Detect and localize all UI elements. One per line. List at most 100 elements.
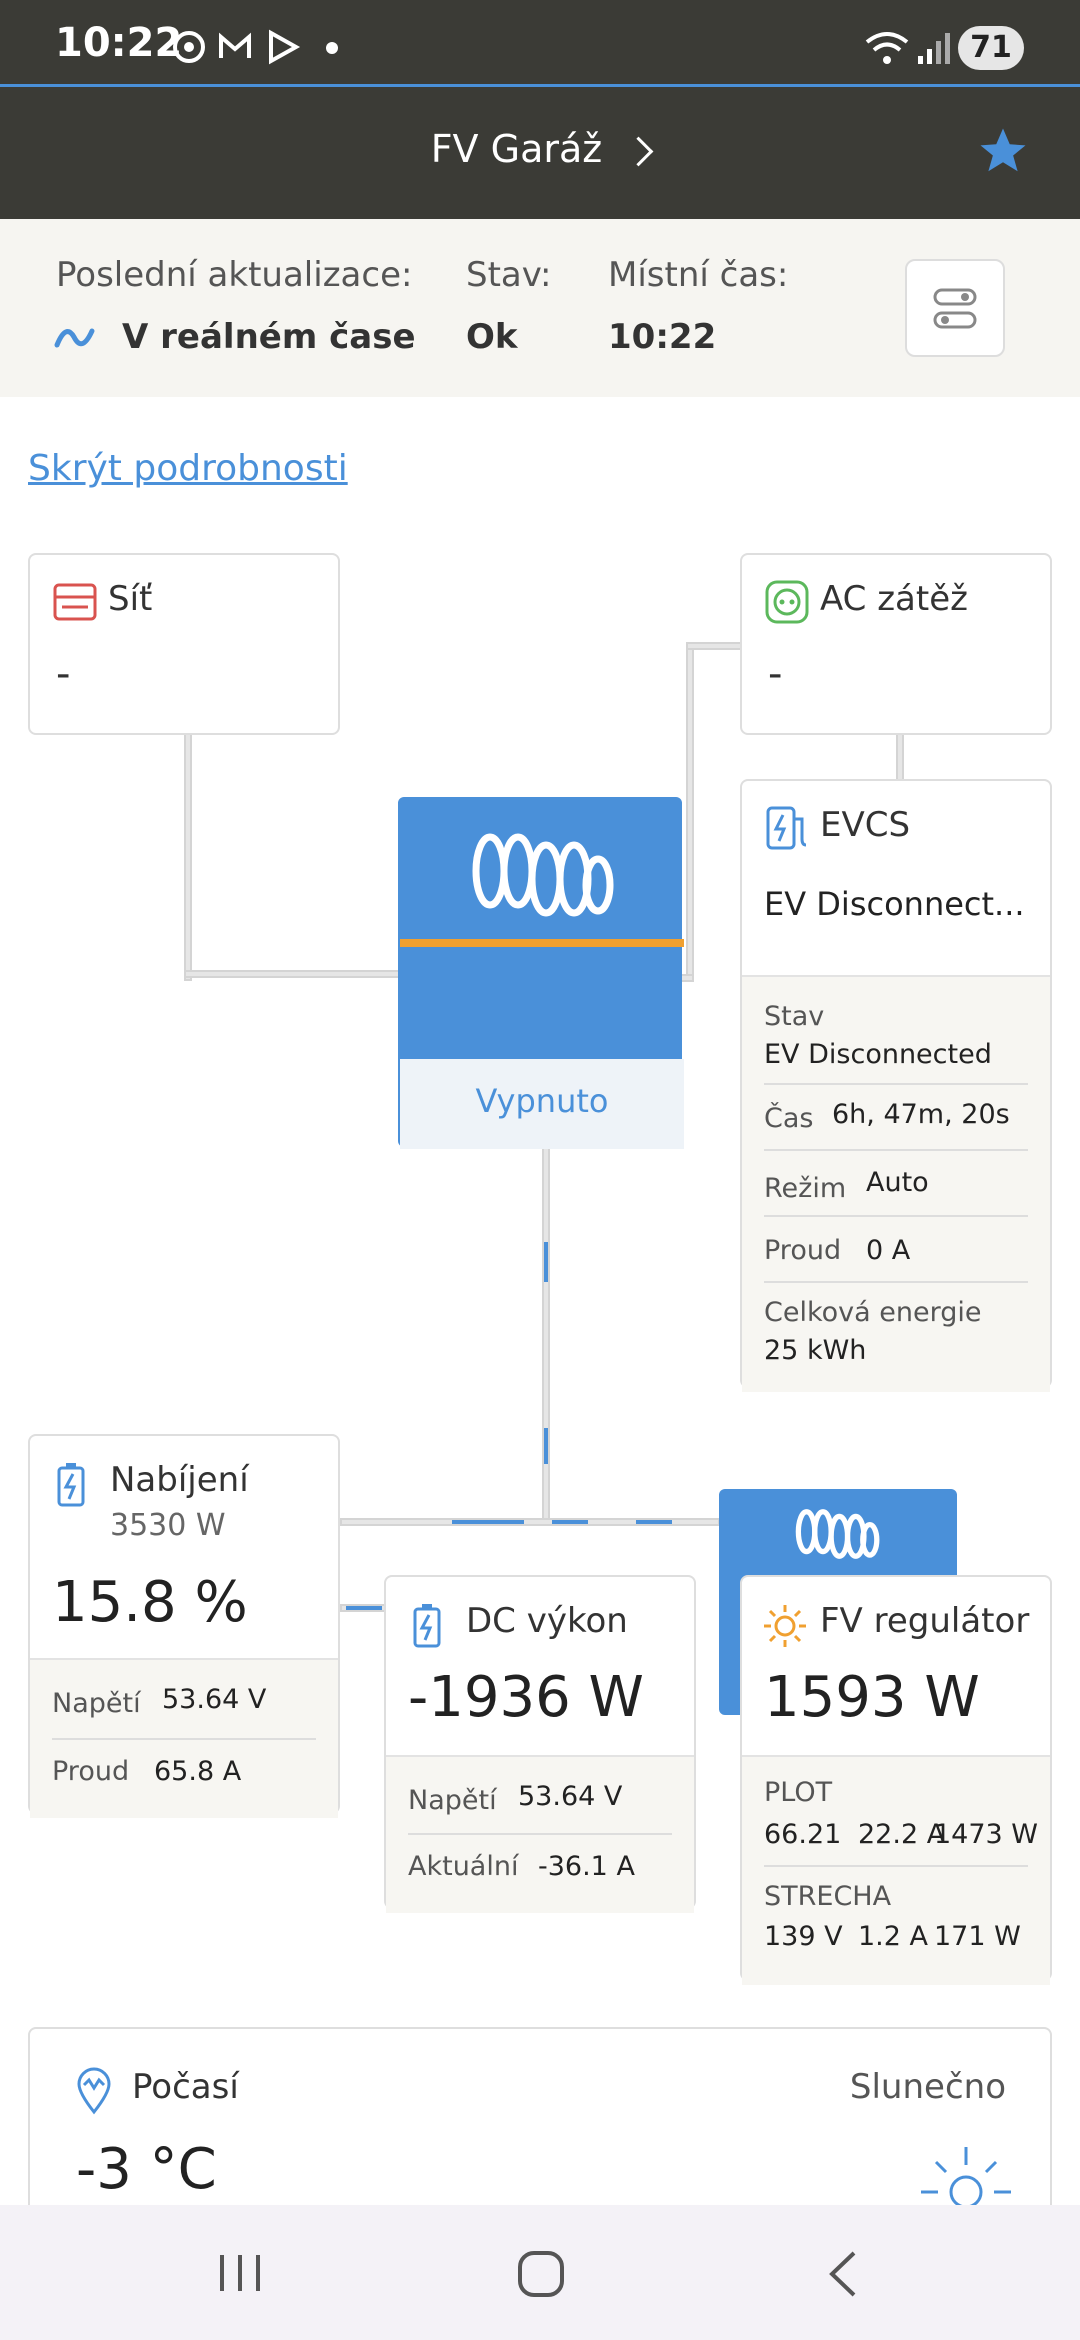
wire-grid: [184, 733, 192, 981]
victron-logo-icon: [795, 1509, 880, 1559]
battery-power: 3530 W: [110, 1508, 226, 1543]
dc-power-title: DC výkon: [466, 1601, 628, 1641]
dc-current: -36.1 A: [538, 1851, 635, 1882]
dc-battery-icon: [413, 1604, 441, 1648]
ac-load-card[interactable]: AC zátěž -: [740, 553, 1052, 735]
gmail-icon: [219, 32, 251, 58]
last-update-value: V reálném čase: [122, 317, 416, 357]
pv-string-current: 22.2 A: [858, 1819, 946, 1850]
pv-string-power: 171 W: [934, 1921, 1021, 1952]
realtime-wave-icon: [54, 328, 95, 348]
site-title-link[interactable]: FV Garáž: [0, 127, 1080, 171]
ac-load-title: AC zátěž: [820, 579, 968, 619]
evcs-row-value: 0 A: [866, 1235, 911, 1266]
weather-title: Počasí: [132, 2067, 239, 2107]
site-title: FV Garáž: [430, 127, 603, 171]
ac-load-value: -: [768, 651, 783, 697]
socket-icon: [765, 580, 809, 624]
evcs-card[interactable]: EVCS EV Disconnect... Stav EV Disconnect…: [740, 779, 1052, 1392]
flow-marker: [544, 1242, 548, 1282]
dc-voltage: 53.64 V: [518, 1781, 623, 1812]
ev-charger-icon: [766, 806, 807, 850]
evcs-row-label: Celková energie: [764, 1297, 982, 1328]
home-icon: [518, 2251, 564, 2297]
pv-string-current: 1.2 A: [858, 1921, 928, 1952]
back-icon: [829, 2251, 856, 2297]
battery-card[interactable]: Nabíjení 3530 W 15.8 % Napětí 53.64 V Pr…: [28, 1434, 340, 1818]
battery-soc: 15.8 %: [52, 1570, 248, 1635]
wire-ac-h: [686, 642, 742, 650]
divider: [764, 1083, 1028, 1085]
battery-title: Nabíjení: [110, 1460, 249, 1500]
evcs-status: EV Disconnect...: [764, 885, 1025, 923]
divider: [52, 1738, 316, 1740]
site-header: FV Garáž: [0, 87, 1080, 219]
info-bar: Poslední aktualizace: V reálném čase Sta…: [0, 219, 1080, 397]
flow-marker: [636, 1520, 672, 1524]
wire-dc-bus: [542, 1147, 550, 1525]
weather-temperature: -3 °C: [76, 2137, 217, 2202]
signal-icon: [918, 33, 950, 64]
divider: [408, 1833, 672, 1835]
local-time-value: 10:22: [608, 317, 717, 357]
recent-apps-button[interactable]: [210, 2249, 270, 2297]
hide-details-link[interactable]: Skrýt podrobnosti: [28, 448, 348, 489]
dc-voltage-label: Napětí: [408, 1785, 497, 1816]
play-store-icon: [269, 29, 301, 65]
view-toggle-button[interactable]: [905, 259, 1005, 357]
evcs-row-label: Čas: [764, 1103, 814, 1134]
sun-icon: [764, 1605, 806, 1647]
evcs-row-label: Proud: [764, 1235, 842, 1266]
dc-power-details: Napětí 53.64 V Aktuální -36.1 A: [386, 1755, 694, 1913]
evcs-row-label: Režim: [764, 1173, 847, 1204]
pv-charger-title: FV regulátor: [820, 1601, 1030, 1641]
grid-card[interactable]: Síť -: [28, 553, 340, 735]
weather-condition: Slunečno: [849, 2067, 1006, 2107]
home-button[interactable]: [516, 2249, 566, 2299]
favorite-star-icon[interactable]: [976, 124, 1030, 178]
status-stripe: [400, 939, 684, 947]
back-button[interactable]: [822, 2249, 866, 2299]
toggles-icon: [933, 288, 977, 329]
evcs-row-value: EV Disconnected: [764, 1039, 992, 1070]
evcs-details: Stav EV Disconnected Čas 6h, 47m, 20s Re…: [742, 975, 1050, 1392]
chrome-icon: [173, 31, 205, 63]
inverter-unit[interactable]: Vypnuto: [398, 797, 684, 1149]
evcs-title: EVCS: [820, 805, 911, 845]
wifi-icon: [865, 32, 909, 64]
inverter-status: Vypnuto: [400, 1059, 684, 1149]
grid-value: -: [56, 651, 71, 697]
wire-grid-h: [184, 970, 402, 978]
dc-current-label: Aktuální: [408, 1851, 519, 1882]
recents-icon: [220, 2255, 260, 2291]
pv-string-power: 1473 W: [934, 1819, 1038, 1850]
flow-marker: [452, 1520, 524, 1524]
location-pin-icon: [77, 2067, 111, 2115]
evcs-row-label: Stav: [764, 1001, 825, 1032]
status-bar: 10:22 71: [0, 0, 1080, 87]
pv-string-voltage: 66.21: [764, 1819, 842, 1850]
state-label: Stav:: [466, 255, 552, 295]
wire-ac-evcs: [896, 733, 904, 781]
battery-charging-icon: [57, 1463, 85, 1507]
pv-charger-value: 1593 W: [764, 1665, 980, 1730]
battery-level-badge: 71: [958, 26, 1024, 70]
dc-power-value: -1936 W: [408, 1665, 644, 1730]
notification-dot: [326, 42, 338, 54]
status-time: 10:22: [55, 20, 183, 66]
chevron-right-icon: [623, 136, 654, 167]
battery-voltage: 53.64 V: [162, 1684, 267, 1715]
divider: [764, 1215, 1028, 1217]
battery-details: Napětí 53.64 V Proud 65.8 A: [30, 1658, 338, 1818]
dc-power-card[interactable]: DC výkon -1936 W Napětí 53.64 V Aktuální…: [384, 1575, 696, 1913]
pv-string-name: STRECHA: [764, 1881, 892, 1912]
divider: [764, 1865, 1028, 1867]
divider: [764, 1149, 1028, 1151]
battery-voltage-label: Napětí: [52, 1688, 141, 1719]
battery-current: 65.8 A: [154, 1756, 242, 1787]
pv-string-voltage: 139 V: [764, 1921, 843, 1952]
battery-current-label: Proud: [52, 1756, 130, 1787]
